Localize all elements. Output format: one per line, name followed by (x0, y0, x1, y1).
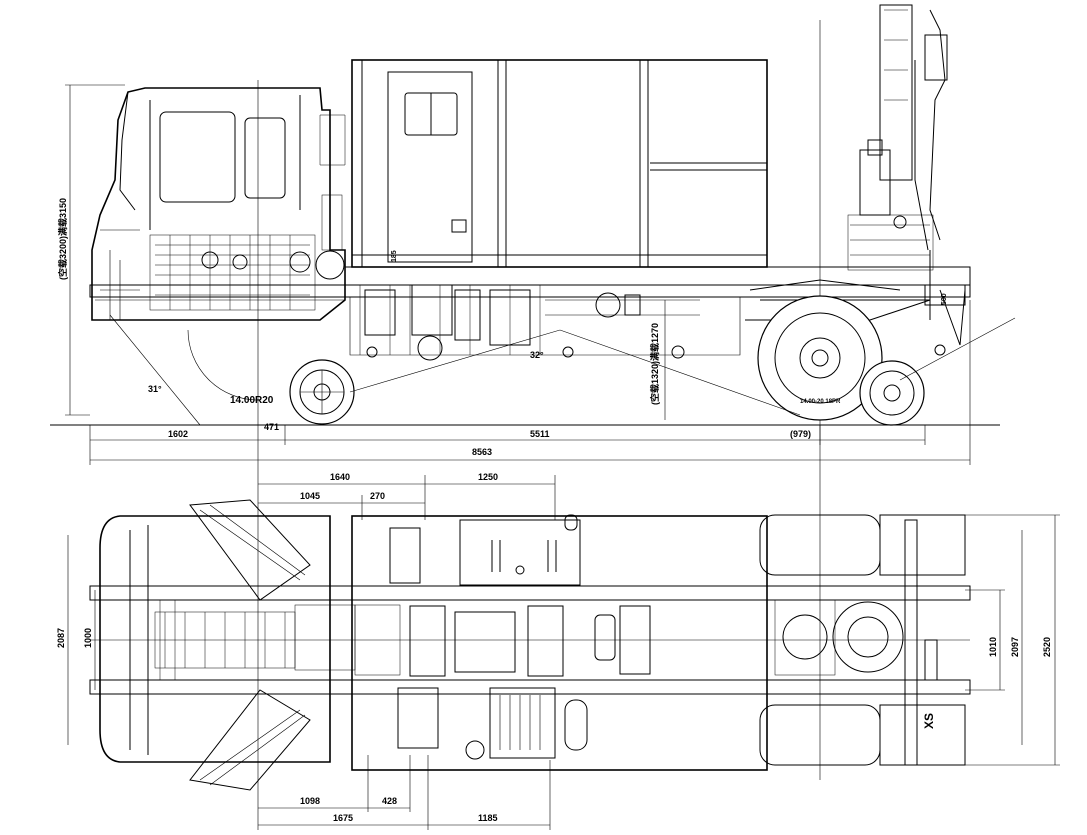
mark-xs: XS (922, 713, 936, 729)
cab (91, 87, 346, 321)
mid-angle-line (349, 329, 561, 393)
dim-overall-length: 8563 (472, 447, 492, 457)
front-tire-label: 14.00R20 (230, 395, 274, 406)
dim-wheelbase: 5511 (530, 429, 550, 439)
dim-1000-left: 1000 (83, 628, 93, 648)
small-dim-500: 500 (941, 293, 948, 305)
dim-1098: 1098 (300, 796, 320, 806)
approach-angle-line (109, 314, 201, 426)
dim-front-overhang: 1602 (168, 429, 188, 439)
dim-1045: 1045 (300, 491, 320, 501)
height-right-label: (空载1320)满载1270 (649, 323, 660, 405)
rear-axle-top (759, 514, 966, 766)
top-components (389, 514, 651, 760)
dim-1010-right: 1010 (988, 637, 998, 657)
box-body (351, 59, 768, 268)
dim-2087-left: 2087 (56, 628, 66, 648)
dim-rear-overhang: (979) (790, 429, 811, 439)
dim-1675: 1675 (333, 813, 353, 823)
rear-axle-assembly (745, 279, 1016, 426)
breakover-line (559, 329, 801, 416)
front-wheel (187, 329, 355, 425)
side-dimension-lines (89, 300, 971, 465)
dim-2520-right: 2520 (1042, 637, 1052, 657)
chassis-frame (89, 266, 971, 361)
top-dimension-lines (258, 475, 556, 520)
dim-2097-right: 2097 (1010, 637, 1020, 657)
engine-block (149, 114, 346, 311)
crane (847, 4, 948, 320)
cab-top (99, 499, 331, 791)
top-right-dimension-lines (965, 514, 1060, 766)
small-dim-185: 185 (391, 250, 398, 262)
engine-top (154, 599, 401, 681)
frame-rails-top (89, 585, 971, 695)
dim-small-offset: 471 (264, 422, 279, 432)
top-bottom-dimension-lines (258, 755, 551, 830)
rear-tire-label: 14.00-20 18PR (800, 399, 841, 405)
dim-1640: 1640 (330, 472, 350, 482)
dim-270: 270 (370, 491, 385, 501)
box-body-top (351, 515, 768, 771)
approach-angle-label: 31° (148, 384, 162, 394)
side-view: 31° 32° 14.00R20 14.00-20 18PR (空载3200)满… (50, 4, 1016, 830)
dim-1250: 1250 (478, 472, 498, 482)
dim-1185: 1185 (478, 813, 498, 823)
top-view: 1640 1045 270 1250 (56, 472, 1060, 830)
height-left-label: (空载3200)满载3150 (57, 198, 68, 280)
dim-428: 428 (382, 796, 397, 806)
top-left-dimension-lines (67, 535, 96, 745)
mid-angle-label: 32° (530, 350, 544, 360)
